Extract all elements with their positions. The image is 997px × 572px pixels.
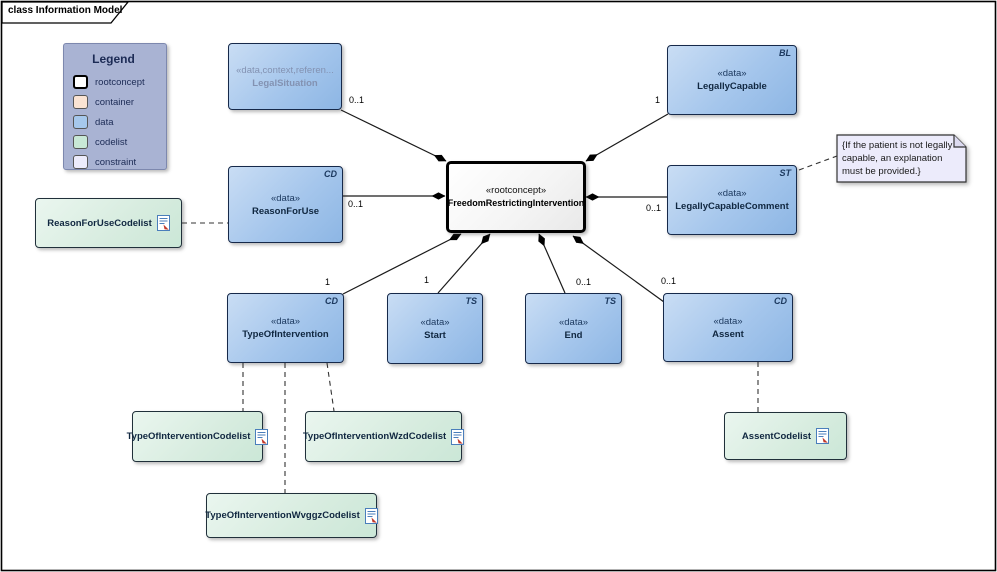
codelist-name: ReasonForUseCodelist [47, 217, 152, 229]
class-end[interactable]: TS «data» End [525, 293, 622, 364]
class-name: FreedomRestrictingIntervention [447, 198, 585, 208]
rootconcept-swatch [73, 75, 88, 89]
legend-item-label: codelist [95, 136, 128, 148]
codelist-assent[interactable]: AssentCodelist [724, 412, 847, 460]
multiplicity-label: 1 [424, 275, 430, 285]
connector-assent [572, 235, 665, 303]
legend-item-rootconcept: rootconcept [73, 72, 166, 92]
legend-item-constraint: constraint [73, 152, 166, 172]
class-name: TypeOfIntervention [242, 329, 329, 340]
stereotype: «rootconcept» [485, 185, 547, 196]
class-legally-capable[interactable]: BL «data» LegallyCapable [667, 45, 797, 115]
dashed-note-link [798, 155, 838, 171]
multiplicity-label: 0..1 [646, 203, 662, 213]
connector-end [538, 233, 566, 294]
stereotype: «data» [420, 316, 450, 328]
stereotype: «data» [717, 188, 747, 199]
class-name: Assent [712, 328, 744, 340]
stereotype: «data» [713, 315, 743, 327]
connector-start [437, 233, 491, 294]
class-type-of-intervention[interactable]: CD «data» TypeOfIntervention [227, 293, 344, 363]
legend-title: Legend [92, 52, 135, 66]
codelist-document-icon [364, 507, 378, 524]
codelist-document-icon [255, 428, 269, 445]
legend-item-container: container [73, 92, 166, 112]
class-name: LegalSituation [252, 77, 318, 89]
legend-item-label: constraint [95, 156, 137, 168]
type-annotation: ST [779, 168, 791, 178]
stereotype: «data» [717, 68, 747, 79]
multiplicity-label: 0..1 [576, 277, 592, 287]
legend-item-data: data [73, 112, 166, 132]
class-name: End [564, 329, 583, 341]
codelist-type-of-intervention-wvggz[interactable]: TypeOfInterventionWvggzCodelist [205, 493, 378, 538]
dashed-toi-wzd-codelist [326, 362, 335, 412]
class-name: LegallyCapable [697, 81, 767, 92]
class-name: Start [424, 329, 446, 341]
type-annotation: CD [325, 296, 338, 306]
type-annotation: CD [774, 296, 787, 306]
class-legally-capable-comment[interactable]: ST «data» LegallyCapableComment [667, 165, 797, 235]
stereotype: «data» [270, 316, 301, 327]
composition-connectors [340, 109, 669, 303]
class-freedom-restricting-intervention[interactable]: «rootconcept» FreedomRestrictingInterven… [446, 161, 586, 233]
stereotype: «data» [270, 192, 301, 204]
codelist-name: TypeOfInterventionWzdCodelist [302, 431, 447, 442]
connector-legally-capable [585, 113, 669, 162]
legend-item-label: data [95, 116, 114, 128]
type-annotation: TS [604, 296, 616, 306]
codelist-name: TypeOfInterventionWvggzCodelist [205, 510, 360, 521]
codelist-document-icon [451, 428, 465, 445]
connector-legal-situation [340, 109, 447, 162]
connector-type-of-intervention [342, 233, 462, 295]
class-start[interactable]: TS «data» Start [387, 293, 483, 364]
class-legal-situation[interactable]: «data,context,referen... LegalSituation [228, 43, 342, 110]
multiplicity-label: 0..1 [349, 95, 365, 105]
class-reason-for-use[interactable]: CD «data» ReasonForUse [228, 166, 343, 243]
constraint-note-shape [836, 134, 967, 183]
legend-item-codelist: codelist [73, 132, 166, 152]
codelist-name: AssentCodelist [741, 430, 812, 442]
type-annotation: CD [324, 169, 337, 179]
type-annotation: BL [779, 48, 791, 58]
codelist-document-icon [816, 428, 830, 444]
class-name: LegallyCapableComment [675, 201, 789, 212]
codelist-name: TypeOfInterventionCodelist [126, 431, 251, 442]
codelist-swatch [73, 135, 88, 149]
data-swatch [73, 115, 88, 129]
multiplicity-label: 0..1 [348, 199, 364, 209]
stereotype: «data» [558, 316, 589, 328]
frame-tab [1, 1, 130, 24]
constraint-note-text: {If the patient is not legally capable, … [842, 140, 953, 177]
stereotype: «data,context,referen... [236, 64, 334, 76]
multiplicity-label: 1 [325, 277, 331, 287]
codelist-type-of-intervention[interactable]: TypeOfInterventionCodelist [127, 411, 269, 462]
multiplicity-label: 1 [655, 95, 661, 105]
container-swatch [73, 95, 88, 109]
type-annotation: TS [465, 296, 477, 306]
legend-item-label: rootconcept [95, 76, 145, 88]
dashed-connectors [182, 155, 838, 493]
class-name: ReasonForUse [251, 205, 320, 217]
legend-item-label: container [95, 96, 135, 108]
class-assent[interactable]: CD «data» Assent [663, 293, 793, 362]
multiplicity-label: 0..1 [661, 276, 677, 286]
codelist-type-of-intervention-wzd[interactable]: TypeOfInterventionWzdCodelist [302, 411, 465, 462]
diagram-title: class Information Model [8, 5, 123, 16]
constraint-swatch [73, 155, 88, 169]
legend-panel: Legend rootconcept container data codeli… [63, 43, 167, 170]
codelist-reason-for-use[interactable]: ReasonForUseCodelist [35, 198, 182, 248]
codelist-document-icon [156, 215, 170, 231]
